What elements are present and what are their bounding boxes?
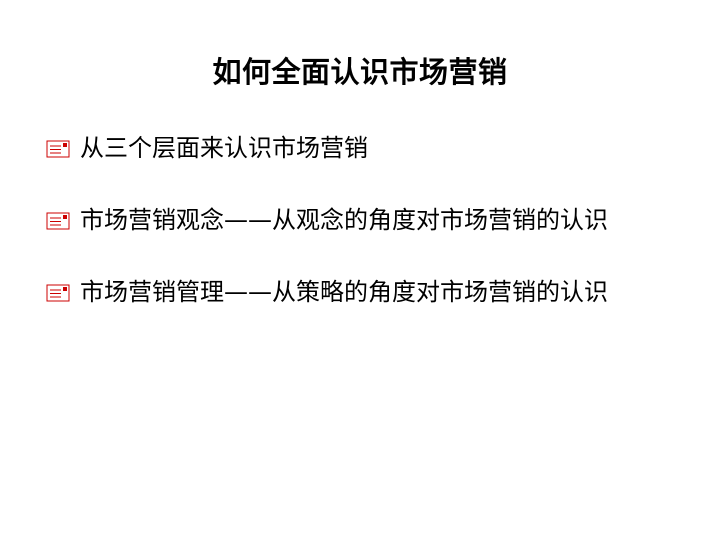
memo-note-icon	[46, 212, 72, 230]
bullet-text: 市场营销管理——从策略的角度对市场营销的认识	[80, 278, 608, 306]
memo-note-icon	[46, 284, 72, 302]
slide-title: 如何全面认识市场营销	[212, 55, 508, 89]
bullet-item: 市场营销管理——从策略的角度对市场营销的认识	[44, 276, 684, 308]
bullet-text: 市场营销观念——从观念的角度对市场营销的认识	[80, 206, 608, 234]
bullet-item: 市场营销观念——从观念的角度对市场营销的认识	[44, 204, 684, 236]
bullet-text: 从三个层面来认识市场营销	[80, 134, 368, 162]
bullet-list: 从三个层面来认识市场营销 市场营销观念——从观念的角度对市场营销的认识	[44, 132, 684, 308]
memo-note-icon	[46, 140, 72, 158]
bullet-item: 从三个层面来认识市场营销	[44, 132, 684, 164]
